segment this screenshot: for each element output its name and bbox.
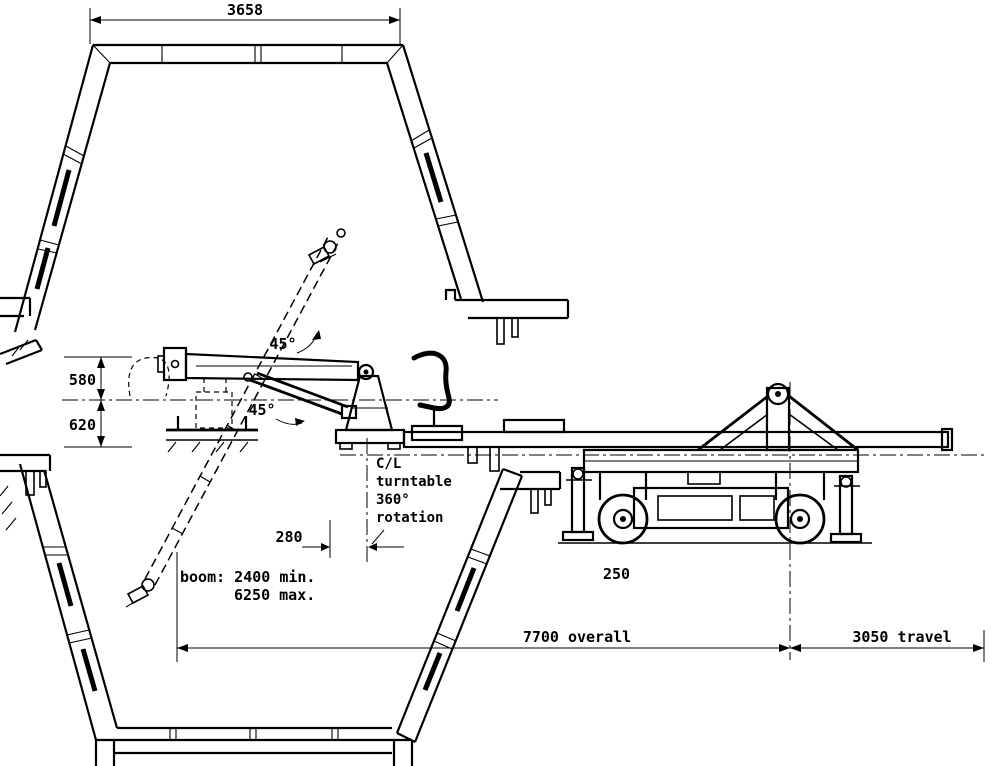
boom-note-line2: 6250 max. (234, 586, 315, 604)
boom-note-line1: boom: 2400 min. (180, 568, 315, 586)
overall-dim-label: 7700 overall (523, 628, 631, 646)
turntable-note-line4: rotation (376, 510, 443, 526)
bogie-wheel-left (597, 493, 649, 545)
turntable-note-line2: turntable (376, 474, 452, 490)
outrigger-jack-left (561, 466, 595, 542)
angle-lower-label: 45° (248, 401, 275, 419)
travel-dim-label: 3050 travel (852, 628, 951, 646)
upper-tunnel-lining (0, 43, 570, 366)
transport-bogie (558, 382, 872, 545)
dimension-top-width: 3658 (89, 1, 401, 44)
dim-580-label: 580 (69, 371, 96, 389)
dim-250-label: 250 (603, 565, 630, 583)
bogie-mast (765, 386, 791, 452)
rail-beam (402, 418, 954, 472)
beam-saddle (502, 418, 566, 434)
dim-top-width-label: 3658 (227, 1, 263, 19)
boom-tail (162, 346, 188, 382)
pedestal (344, 374, 394, 432)
boom-pivot (357, 363, 375, 381)
dimension-overall: 7700 overall (176, 552, 790, 662)
angle-labels: 45° 45° (248, 330, 321, 426)
turntable-note: C/L turntable 360° rotation (371, 456, 452, 545)
dim-280-label: 280 (275, 528, 302, 546)
luffing-cylinder (249, 371, 349, 416)
boom-head-raised (307, 228, 346, 266)
boom-dashed-positions (125, 228, 346, 608)
bogie-wheel-right (774, 493, 826, 545)
operator-seat (411, 350, 452, 412)
dimension-left-heights: 580 620 (62, 356, 132, 448)
dim-620-label: 620 (69, 416, 96, 434)
lower-tunnel-lining (0, 453, 562, 766)
angle-upper-label: 45° (269, 335, 296, 353)
boom-body (184, 352, 360, 382)
dimension-travel: 3050 travel (790, 628, 985, 662)
center-lines (62, 382, 988, 660)
turntable-note-line1: C/L (376, 456, 401, 472)
mast-braces (697, 394, 859, 452)
boom-range-note: boom: 2400 min. 6250 max. (180, 568, 315, 604)
boom-head-lowered (125, 578, 155, 608)
outrigger-jack-right (829, 474, 863, 544)
turntable-base (334, 428, 406, 445)
turntable-note-line3: 360° (376, 492, 410, 508)
dimension-280: 280 (275, 520, 404, 558)
bogie-frame (632, 486, 790, 530)
